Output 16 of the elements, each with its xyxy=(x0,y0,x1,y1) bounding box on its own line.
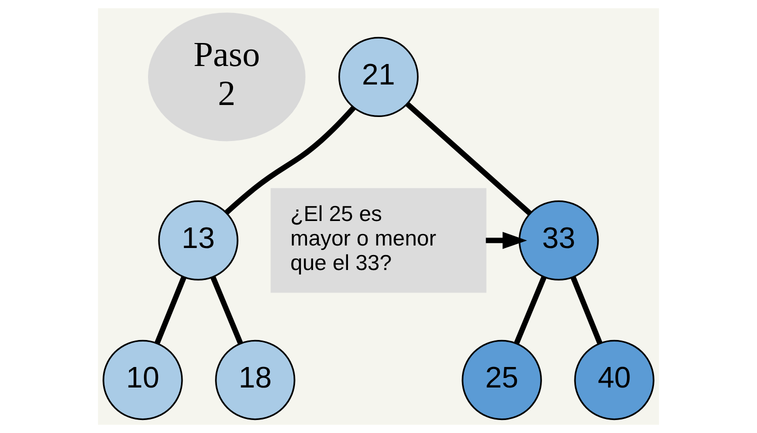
node-circle: 13 xyxy=(158,200,238,281)
connector xyxy=(224,106,356,214)
node-circle: 25 xyxy=(462,340,542,420)
node-ellipse: Paso 2 xyxy=(148,12,306,142)
connector xyxy=(154,276,186,344)
node-circle: 33 xyxy=(518,200,599,281)
node-circle: 40 xyxy=(574,340,654,420)
connector xyxy=(570,276,602,344)
node-circle: 18 xyxy=(215,340,296,420)
arrow xyxy=(486,232,528,249)
node-circle: 10 xyxy=(102,340,183,420)
connector xyxy=(406,102,532,216)
connector xyxy=(514,276,547,344)
node-box: ¿El 25 es mayor o menor que el 33? xyxy=(270,188,486,293)
connector xyxy=(210,276,243,344)
node-circle: 21 xyxy=(338,36,419,118)
